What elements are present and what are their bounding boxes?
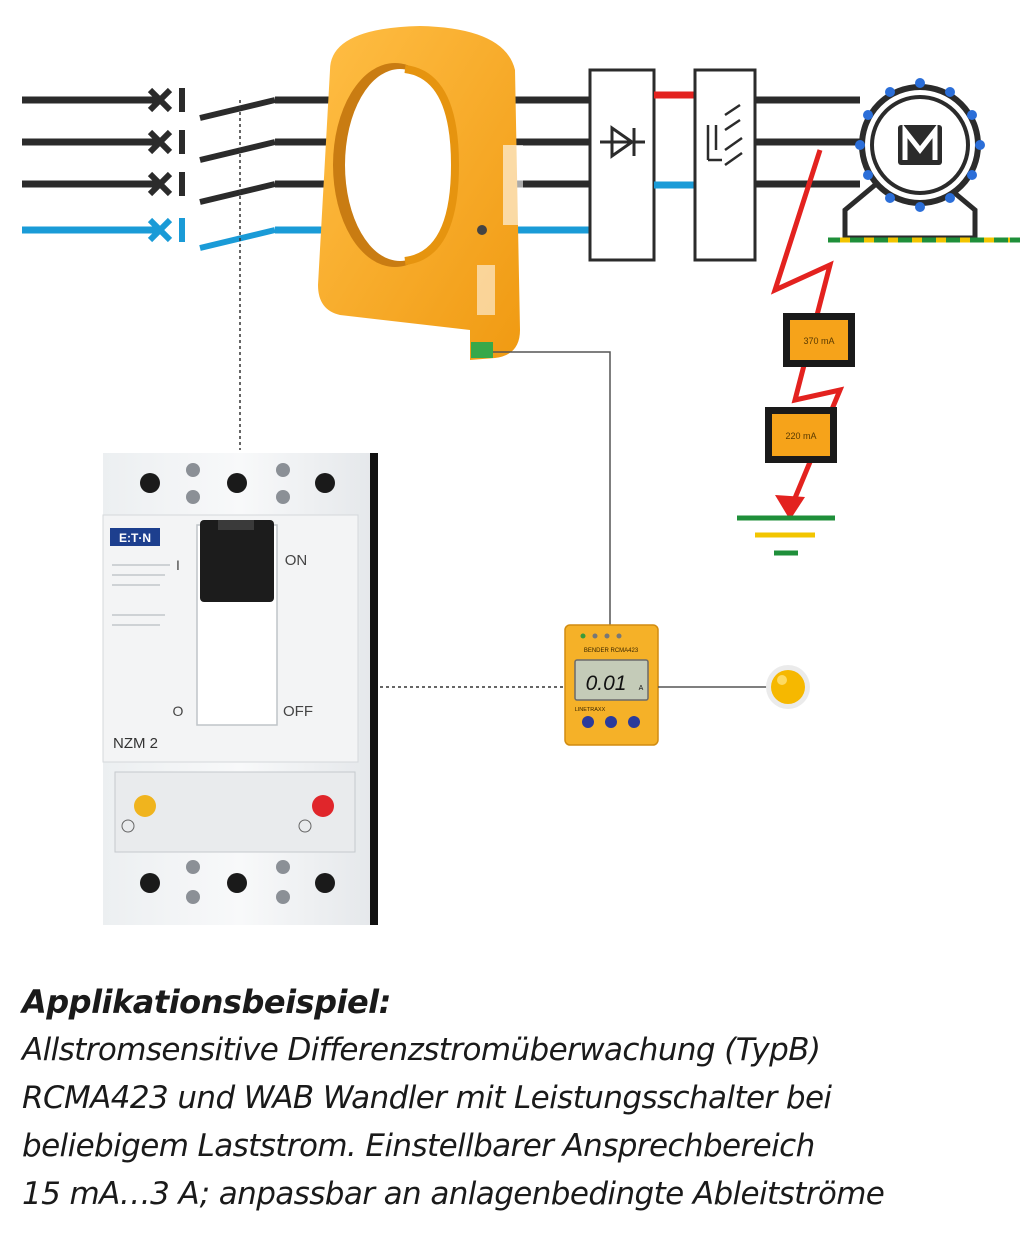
motor-icon — [828, 78, 1020, 243]
indicator-lamp-icon — [766, 665, 810, 709]
supply-lines — [22, 96, 158, 234]
svg-text:NZM 2: NZM 2 — [113, 735, 158, 752]
svg-text:0.01: 0.01 — [586, 672, 627, 695]
monitor-button-reset[interactable] — [605, 716, 617, 728]
ground-icon — [737, 515, 835, 556]
application-diagram: 370 mA 220 mA E:T·N I ON O OFF — [22, 26, 1020, 925]
svg-text:220 mA: 220 mA — [785, 431, 816, 441]
svg-text:OFF: OFF — [283, 703, 313, 720]
svg-text:A: A — [639, 685, 644, 692]
caption-line-3: beliebigem Laststrom. Einstellbarer Ansp… — [22, 1128, 815, 1164]
transformer-cable — [493, 351, 611, 627]
monitor-button-test[interactable] — [582, 716, 594, 728]
caption: Applikationsbeispiel: Allstromsensitive … — [22, 978, 1022, 1218]
igbt-inverter-icon — [706, 103, 743, 167]
inverter-block — [693, 68, 757, 262]
svg-text:ON: ON — [285, 552, 308, 569]
svg-text:E:T·N: E:T·N — [119, 531, 151, 545]
rcma423-monitor: BENDER RCMA423 0.01 A LINETRAXX — [564, 624, 659, 746]
rectifier-diode-icon — [600, 125, 645, 159]
caption-line-1: Allstromsensitive Differenzstromüberwach… — [22, 1032, 821, 1068]
dc-link — [654, 91, 695, 189]
monitor-button-menu[interactable] — [628, 716, 640, 728]
fault-current-label-370: 370 mA — [783, 313, 855, 367]
caption-line-4: 15 mA…3 A; anpassbar an anlagenbedingte … — [22, 1176, 885, 1212]
svg-text:370 mA: 370 mA — [803, 336, 834, 346]
switch-blades — [199, 97, 276, 251]
caption-title: Applikationsbeispiel: — [22, 983, 391, 1021]
disconnect-cross-icon — [147, 87, 185, 243]
caption-line-2: RCMA423 und WAB Wandler mit Leistungssch… — [22, 1080, 832, 1116]
svg-text:I: I — [176, 557, 180, 573]
svg-text:BENDER RCMA423: BENDER RCMA423 — [584, 648, 639, 654]
svg-text:O: O — [173, 703, 184, 719]
motor-feed-lines — [755, 96, 865, 188]
fault-current-label-220: 220 mA — [765, 407, 837, 463]
svg-text:LINETRAXX: LINETRAXX — [575, 707, 606, 713]
circuit-breaker: E:T·N I ON O OFF NZM 2 — [102, 453, 378, 925]
rectifier-block — [588, 68, 656, 262]
wab-current-transformer — [318, 26, 523, 360]
